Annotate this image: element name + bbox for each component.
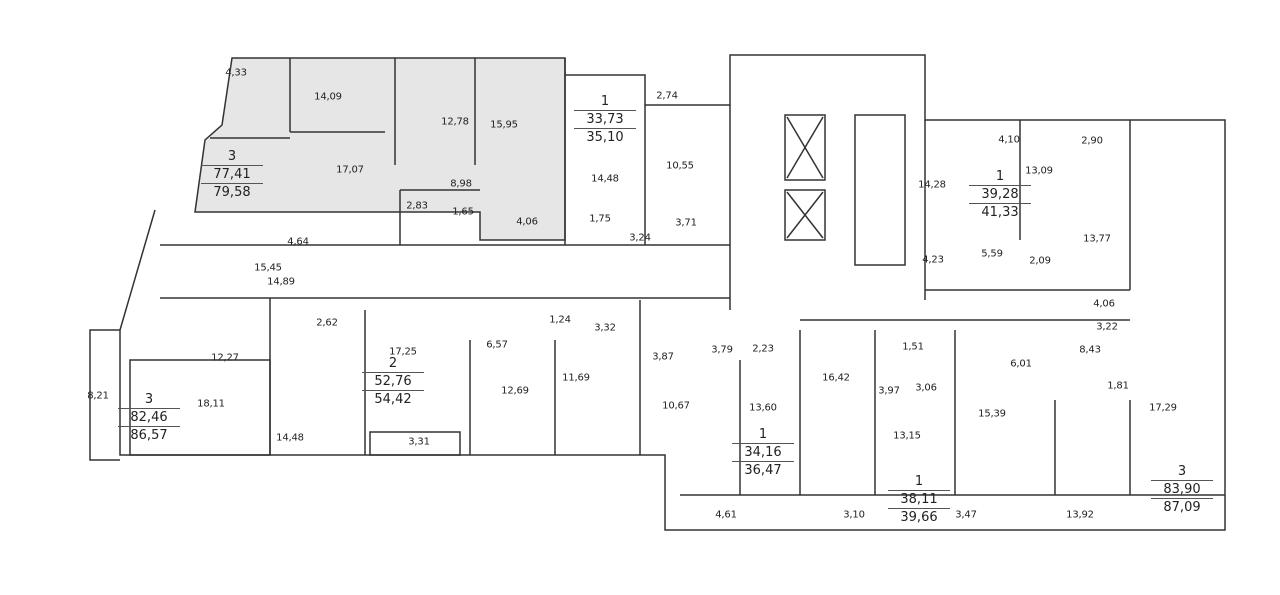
room-area-label: 4,61 — [715, 509, 737, 521]
total-area: 36,47 — [732, 461, 794, 479]
room-area-label: 4,23 — [922, 254, 944, 266]
room-area-label: 13,92 — [1066, 509, 1094, 521]
highlighted-apartment — [194, 57, 566, 241]
room-area-label: 5,59 — [981, 248, 1003, 260]
living-area: 82,46 — [118, 408, 180, 426]
room-area-label: 15,45 — [254, 262, 282, 274]
room-area-label: 4,64 — [287, 236, 309, 248]
room-area-label: 6,57 — [486, 339, 508, 351]
room-area-label: 18,11 — [197, 398, 225, 410]
room-area-label: 13,15 — [893, 430, 921, 442]
living-area: 38,11 — [888, 490, 950, 508]
room-area-label: 3,24 — [629, 232, 651, 244]
room-area-label: 4,33 — [225, 67, 247, 79]
room-area-label: 14,48 — [276, 432, 304, 444]
room-area-label: 13,77 — [1083, 233, 1111, 245]
room-area-label: 11,69 — [562, 372, 590, 384]
room-count: 3 — [144, 392, 154, 407]
room-area-label: 13,09 — [1025, 165, 1053, 177]
room-area-label: 13,60 — [749, 402, 777, 414]
total-area: 39,66 — [888, 508, 950, 526]
room-count: 1 — [995, 169, 1005, 184]
room-area-label: 1,81 — [1107, 380, 1129, 392]
room-area-label: 3,87 — [652, 351, 674, 363]
room-area-label: 3,10 — [843, 509, 865, 521]
room-area-label: 1,51 — [902, 341, 924, 353]
room-area-label: 2,83 — [406, 200, 428, 212]
room-count: 3 — [1177, 464, 1187, 479]
living-area: 33,73 — [574, 110, 636, 128]
living-area: 77,41 — [201, 165, 263, 183]
room-area-label: 4,06 — [516, 216, 538, 228]
room-area-label: 10,55 — [666, 160, 694, 172]
room-area-label: 14,28 — [918, 179, 946, 191]
room-count: 1 — [600, 94, 610, 109]
room-area-label: 4,10 — [998, 134, 1020, 146]
room-area-label: 3,79 — [711, 344, 733, 356]
room-area-label: 2,62 — [316, 317, 338, 329]
room-area-label: 17,07 — [336, 164, 364, 176]
room-area-label: 3,06 — [915, 382, 937, 394]
room-area-label: 8,98 — [450, 178, 472, 190]
room-area-label: 17,25 — [389, 346, 417, 358]
room-area-label: 14,89 — [267, 276, 295, 288]
room-area-label: 12,78 — [441, 116, 469, 128]
living-area: 52,76 — [362, 372, 424, 390]
room-area-label: 14,48 — [591, 173, 619, 185]
room-area-label: 14,09 — [314, 91, 342, 103]
room-area-label: 4,06 — [1093, 298, 1115, 310]
room-area-label: 2,74 — [656, 90, 678, 102]
room-area-label: 3,97 — [878, 385, 900, 397]
room-area-label: 2,09 — [1029, 255, 1051, 267]
room-area-label: 10,67 — [662, 400, 690, 412]
room-area-label: 15,95 — [490, 119, 518, 131]
living-area: 34,16 — [732, 443, 794, 461]
room-area-label: 12,69 — [501, 385, 529, 397]
total-area: 86,57 — [118, 426, 180, 444]
room-area-label: 17,29 — [1149, 402, 1177, 414]
room-area-label: 15,39 — [978, 408, 1006, 420]
room-area-label: 3,47 — [955, 509, 977, 521]
room-count: 2 — [388, 356, 398, 371]
room-area-label: 3,22 — [1096, 321, 1118, 333]
total-area: 41,33 — [969, 203, 1031, 221]
room-area-label: 1,24 — [549, 314, 571, 326]
living-area: 83,90 — [1151, 480, 1213, 498]
total-area: 54,42 — [362, 390, 424, 408]
room-area-label: 8,43 — [1079, 344, 1101, 356]
room-area-label: 1,75 — [589, 213, 611, 225]
total-area: 79,58 — [201, 183, 263, 201]
room-area-label: 2,90 — [1081, 135, 1103, 147]
room-area-label: 2,23 — [752, 343, 774, 355]
room-area-label: 6,01 — [1010, 358, 1032, 370]
room-area-label: 8,21 — [87, 390, 109, 402]
room-area-label: 3,32 — [594, 322, 616, 334]
room-count: 3 — [227, 149, 237, 164]
room-area-label: 3,31 — [408, 436, 430, 448]
room-count: 1 — [758, 427, 768, 442]
total-area: 87,09 — [1151, 498, 1213, 516]
total-area: 35,10 — [574, 128, 636, 146]
room-area-label: 1,65 — [452, 206, 474, 218]
room-count: 1 — [914, 474, 924, 489]
room-area-label: 16,42 — [822, 372, 850, 384]
room-area-label: 3,71 — [675, 217, 697, 229]
living-area: 39,28 — [969, 185, 1031, 203]
room-area-label: 12,27 — [211, 352, 239, 364]
